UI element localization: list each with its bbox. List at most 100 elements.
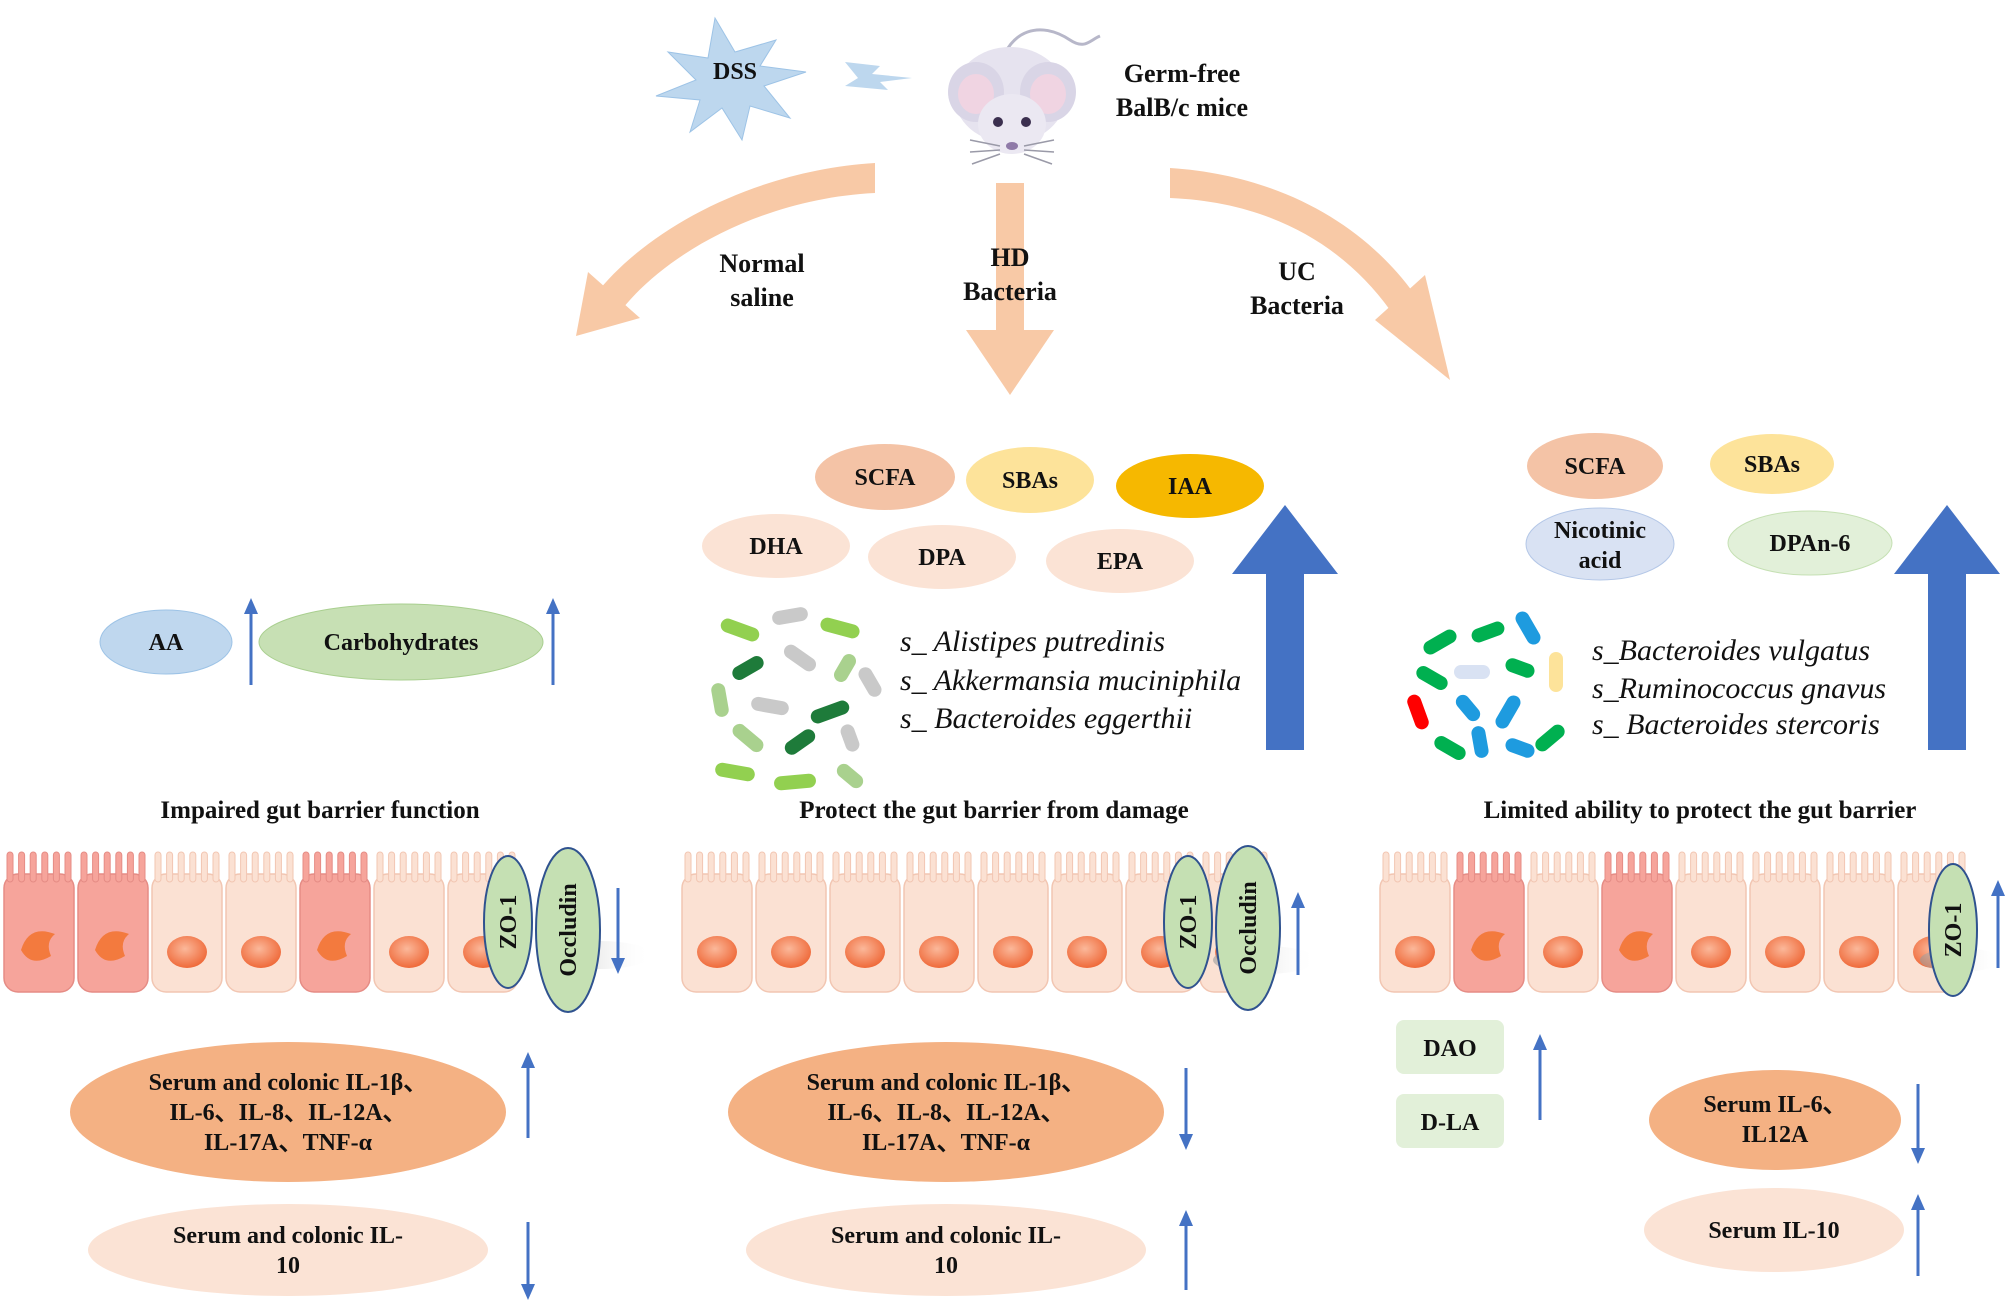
epithelial-cell [1675, 851, 1747, 993]
epithelial-cell [3, 851, 75, 993]
up-arrow-icon [546, 598, 560, 614]
epithelial-cell [373, 851, 445, 993]
center-heading: Protect the gut barrier from damage [799, 797, 1188, 824]
nucleus [993, 936, 1033, 968]
branch-arrow-right [1170, 168, 1450, 380]
epithelium-left [3, 851, 519, 993]
nucleus [1765, 936, 1805, 968]
center-cytokines: Serum and colonic IL-1β、 IL-6、IL-8、IL-12… [728, 1042, 1193, 1182]
bacteria-species-3: s_ Bacteroides stercoris [1592, 708, 1880, 741]
branch-arrow-center [966, 183, 1054, 395]
nucleus [317, 931, 351, 961]
cytokine-line1: Serum and colonic IL-1β、 [149, 1070, 428, 1096]
bacteria-species-3: s_ Bacteroides eggerthii [900, 702, 1192, 735]
nucleus [1395, 936, 1435, 968]
left-il10: Serum and colonic IL- 10 [88, 1204, 535, 1300]
bacterium [1471, 726, 1489, 758]
up-arrow-icon [1991, 880, 2005, 896]
epithelial-cell [829, 851, 901, 993]
mice-label-line1: Germ-free [1124, 59, 1240, 88]
nucleus [241, 936, 281, 968]
bacterium [1407, 694, 1429, 730]
nucleus [167, 936, 207, 968]
branch-arrow-left [576, 163, 875, 336]
metabolite-sbas: SBAs [1002, 468, 1058, 494]
big-up-arrow-center [1232, 505, 1338, 750]
down-arrow-icon [521, 1284, 535, 1300]
marker-dla: D-LA [1421, 1110, 1480, 1136]
nucleus [845, 936, 885, 968]
center-junctions: ZO-1 Occludin [1163, 845, 1317, 1011]
left-cytokines: Serum and colonic IL-1β、 IL-6、IL-8、IL-12… [70, 1042, 535, 1182]
il10-line1: Serum and colonic IL- [831, 1223, 1061, 1249]
epithelial-cell [77, 851, 149, 993]
bacteria-cluster-center [711, 607, 882, 791]
epithelial-cell [225, 851, 297, 993]
epithelial-cell [151, 851, 223, 993]
epithelial-cell [299, 851, 371, 993]
nucleus [771, 936, 811, 968]
cytokine-line2: IL12A [1742, 1122, 1809, 1148]
big-up-arrow-right [1894, 505, 2000, 750]
up-arrow-icon [244, 598, 258, 614]
up-arrow-icon [1179, 1210, 1193, 1226]
left-metabolites: AA Carbohydrates [99, 598, 560, 685]
nucleus [1543, 936, 1583, 968]
bacteria-species-2: s_Ruminococcus gnavus [1592, 672, 1886, 705]
metabolite-carbohydrates: Carbohydrates [324, 630, 479, 656]
bacterium [1515, 611, 1541, 645]
up-arrow-icon [521, 1052, 535, 1068]
cytokine-line2: IL-6、IL-8、IL-12A、 [169, 1100, 406, 1126]
metabolite-sbas: SBAs [1744, 452, 1800, 478]
il10-line2: 10 [934, 1253, 958, 1279]
metabolite-nicotinic-line2: acid [1579, 548, 1622, 574]
junction-occludin: Occludin [556, 883, 582, 976]
bacterium [711, 683, 729, 717]
left-junctions: ZO-1 Occludin [483, 847, 652, 1013]
epithelial-cell [903, 851, 975, 993]
bacterium [840, 724, 860, 752]
nucleus [919, 936, 959, 968]
lightning-icon [845, 62, 912, 90]
bacterium [751, 696, 789, 716]
bacterium [836, 763, 864, 789]
bacterium [1455, 694, 1481, 722]
metabolite-iaa: IAA [1168, 474, 1213, 500]
branch-center-line2: Bacteria [963, 277, 1057, 306]
metabolite-aa: AA [149, 630, 184, 656]
bacterium [810, 700, 850, 724]
nucleus [1619, 931, 1653, 961]
bacterium [715, 762, 755, 782]
mouse-icon [948, 28, 1101, 165]
branch-right-line2: Bacteria [1250, 291, 1344, 320]
branch-left-line1: Normal [719, 249, 804, 278]
dss-label: DSS [713, 59, 757, 85]
bacteria-species-2: s_ Akkermansia muciniphila [900, 664, 1241, 697]
branch-center-line1: HD [991, 243, 1030, 272]
bacteria-species-1: s_Bacteroides vulgatus [1592, 634, 1870, 667]
bacterium [1434, 736, 1466, 760]
bacterium [1423, 629, 1457, 655]
down-arrow-icon [611, 958, 625, 974]
bacterium [1505, 658, 1535, 678]
bacterium [834, 654, 856, 682]
metabolite-dha: DHA [749, 534, 803, 560]
marker-dao: DAO [1423, 1036, 1476, 1062]
metabolite-epa: EPA [1097, 549, 1144, 575]
bacterium [1454, 665, 1490, 679]
branch-right-line1: UC [1278, 257, 1316, 286]
epithelial-cell [977, 851, 1049, 993]
center-metabolites: SCFA SBAs IAA DHA DPA EPA [702, 444, 1264, 593]
dss-star: DSS [655, 16, 807, 142]
bacterium [774, 773, 816, 791]
bacterium [784, 729, 816, 755]
bacterium [1535, 724, 1565, 752]
bacterium [820, 617, 860, 639]
right-heading: Limited ability to protect the gut barri… [1484, 797, 1917, 824]
epithelial-cell [1527, 851, 1599, 993]
up-arrow-icon [1911, 1194, 1925, 1210]
junction-zo1: ZO-1 [496, 895, 522, 950]
nucleus [1691, 936, 1731, 968]
mice-label-line2: BalB/c mice [1116, 93, 1248, 122]
bacterium [783, 644, 817, 672]
